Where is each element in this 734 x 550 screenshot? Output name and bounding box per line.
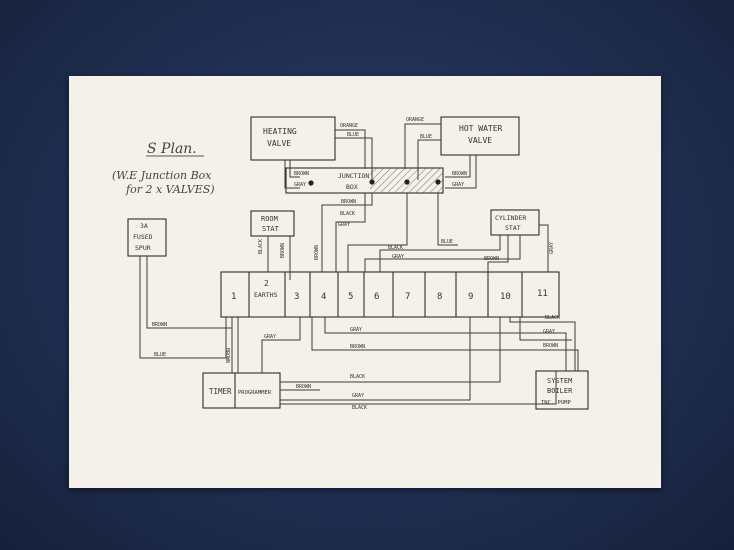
wire-label-gray-9: GRAY — [352, 393, 364, 399]
terminal-5: 5 — [348, 292, 353, 302]
terminal-1: 1 — [231, 292, 236, 302]
terminal-9: 9 — [468, 292, 473, 302]
hot-water-valve: HOT WATER VALVE — [440, 116, 520, 156]
terminal-strip: 1 2 EARTHS 3 4 5 6 7 8 9 10 11 — [220, 271, 560, 318]
boiler-label-1: SYSTEM — [547, 377, 572, 385]
wire-label-blue-1: BLUE — [347, 132, 359, 138]
diagram-subtitle-2: for 2 x VALVES) — [125, 183, 215, 196]
terminal-7: 7 — [405, 292, 410, 302]
wire-label-brown-6: BROWN — [484, 256, 499, 262]
room-stat: ROOM STAT — [250, 210, 295, 237]
programmer-label: PROGRAMMER — [238, 390, 272, 396]
wire-label-brown-7: BROWN — [152, 322, 167, 328]
wire-label-brown-9: BROWN — [350, 344, 365, 350]
heating-valve-label-1: HEATING — [263, 127, 297, 136]
wire-label-black-3: BLACK — [388, 245, 403, 251]
wire-label-gray-6: GRAY — [264, 334, 276, 340]
cylinder-stat-label-2: STAT — [505, 224, 521, 232]
wire-label-gray-4: GRAY — [392, 254, 404, 260]
wire-label-gray-2: GRAY — [452, 182, 464, 188]
wire-label-brown-5: BROWN — [314, 245, 320, 260]
room-stat-label-1: ROOM — [261, 215, 278, 223]
wire-label-gray-7: GRAY — [350, 327, 362, 333]
fused-spur-label-3: SPUR — [135, 244, 151, 252]
terminal-8: 8 — [437, 292, 442, 302]
wire-label-brown-10: BROWN — [543, 343, 558, 349]
terminal-10: 10 — [500, 292, 511, 302]
wire-label-gray-1: GRAY — [294, 182, 306, 188]
wire-label-orange-2: ORANGE — [406, 117, 424, 123]
room-stat-label-2: STAT — [262, 225, 280, 233]
system-boiler: SYSTEM BOILER INC. PUMP — [535, 370, 589, 410]
wire-label-black-4: BLACK — [545, 315, 560, 321]
fused-spur-label-2: FUSED — [133, 233, 153, 241]
heating-valve: HEATING VALVE — [250, 116, 336, 161]
diagram-subtitle-1: (W.E Junction Box — [112, 169, 212, 182]
wire-label-gray-5: GRAY — [549, 242, 555, 254]
wire-label-black-6: BLACK — [352, 405, 367, 411]
hot-water-valve-label-2: VALVE — [468, 136, 492, 145]
terminal-4: 4 — [321, 292, 326, 302]
cylinder-stat: CYLINDER STAT — [490, 209, 540, 236]
junction-box-label-1: JUNCTION — [338, 172, 369, 180]
diagram-title: S Plan. — [147, 141, 197, 157]
boiler-label-2: BOILER — [547, 387, 573, 395]
wire-label-orange-1: ORANGE — [340, 123, 358, 129]
wire-label-brown-3: BROWN — [341, 199, 356, 205]
fused-spur-label-1: 3A — [140, 222, 148, 230]
wire-label-brown-1: BROWN — [294, 171, 309, 177]
wire-label-black-1: BLACK — [340, 211, 355, 217]
wire-label-gray-8: GRAY — [543, 329, 555, 335]
cylinder-stat-label-1: CYLINDER — [495, 214, 526, 222]
wire-label-brown-2: BROWN — [452, 171, 467, 177]
terminal-2: 2 — [264, 279, 269, 288]
terminal-3: 3 — [294, 292, 299, 302]
junction-box-label-2: BOX — [346, 183, 358, 191]
terminal-6: 6 — [374, 292, 379, 302]
wire-label-blue-2: BLUE — [420, 134, 432, 140]
wire-label-brown-11: BROWN — [296, 384, 311, 390]
junction-box: JUNCTION BOX — [285, 167, 444, 194]
timer-programmer: TIMER PROGRAMMER — [202, 372, 281, 409]
timer-label: TIMER — [209, 387, 232, 396]
wire-label-blue-3: BLUE — [441, 239, 453, 245]
hot-water-valve-label-1: HOT WATER — [459, 124, 503, 133]
fused-spur: 3A FUSED SPUR — [127, 218, 167, 257]
wire-label-black-5: BLACK — [350, 374, 365, 380]
wire-label-black-2: BLACK — [258, 239, 264, 254]
heating-valve-label-2: VALVE — [267, 139, 291, 148]
wire-label-brown-4: BROWN — [280, 243, 286, 258]
wires: ORANGE BLUE BROWN GRAY ORANGE BLUE BROWN… — [139, 117, 579, 411]
wire-label-blue-4: BLUE — [154, 352, 166, 358]
wire-label-gray-3: GRAY — [338, 222, 350, 228]
wire-label-brown-8: BROWN — [224, 348, 230, 363]
terminal-11: 11 — [537, 289, 548, 299]
terminal-earths-label: EARTHS — [254, 291, 278, 299]
